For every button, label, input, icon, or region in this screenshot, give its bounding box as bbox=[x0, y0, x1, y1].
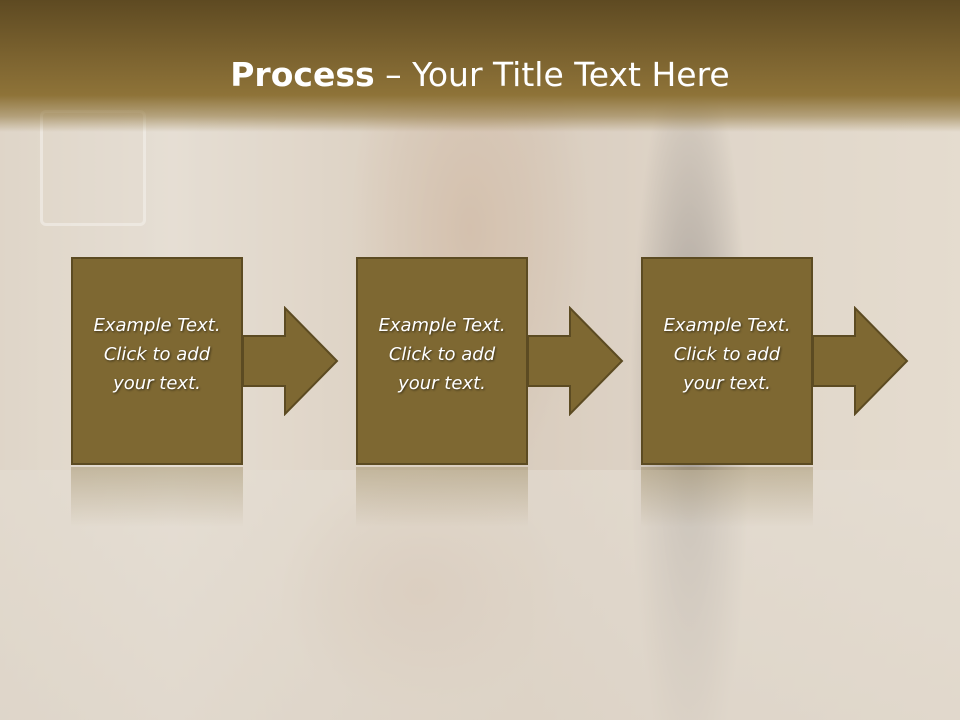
step-3-text[interactable]: Example Text. Click to add your text. bbox=[643, 311, 811, 398]
step-3-line-3: your text. bbox=[683, 373, 771, 394]
step-3-line-1: Example Text. bbox=[663, 315, 791, 336]
step-2-box[interactable]: Example Text. Click to add your text. bbox=[356, 257, 528, 465]
step-3-arrow-icon bbox=[813, 306, 909, 416]
step-2-line-1: Example Text. bbox=[378, 315, 506, 336]
step-1-box[interactable]: Example Text. Click to add your text. bbox=[71, 257, 243, 465]
step-1-line-3: your text. bbox=[113, 373, 201, 394]
step-1-arrow-icon bbox=[243, 306, 339, 416]
step-2-reflection bbox=[356, 467, 528, 527]
step-2-line-2: Click to add bbox=[388, 344, 496, 365]
step-1-reflection bbox=[71, 467, 243, 527]
background-floor-reflection bbox=[0, 470, 960, 720]
step-3-line-2: Click to add bbox=[673, 344, 781, 365]
step-3-box[interactable]: Example Text. Click to add your text. bbox=[641, 257, 813, 465]
step-1-text[interactable]: Example Text. Click to add your text. bbox=[73, 311, 241, 398]
title-rest: – Your Title Text Here bbox=[374, 55, 730, 94]
title-bar: Process – Your Title Text Here bbox=[0, 0, 960, 132]
step-3-reflection bbox=[641, 467, 813, 527]
title-bold: Process bbox=[230, 55, 375, 94]
step-1-line-2: Click to add bbox=[103, 344, 211, 365]
slide-title[interactable]: Process – Your Title Text Here bbox=[0, 52, 960, 98]
step-1-line-1: Example Text. bbox=[93, 315, 221, 336]
step-2-text[interactable]: Example Text. Click to add your text. bbox=[358, 311, 526, 398]
step-2-line-3: your text. bbox=[398, 373, 486, 394]
step-2-arrow-icon bbox=[528, 306, 624, 416]
